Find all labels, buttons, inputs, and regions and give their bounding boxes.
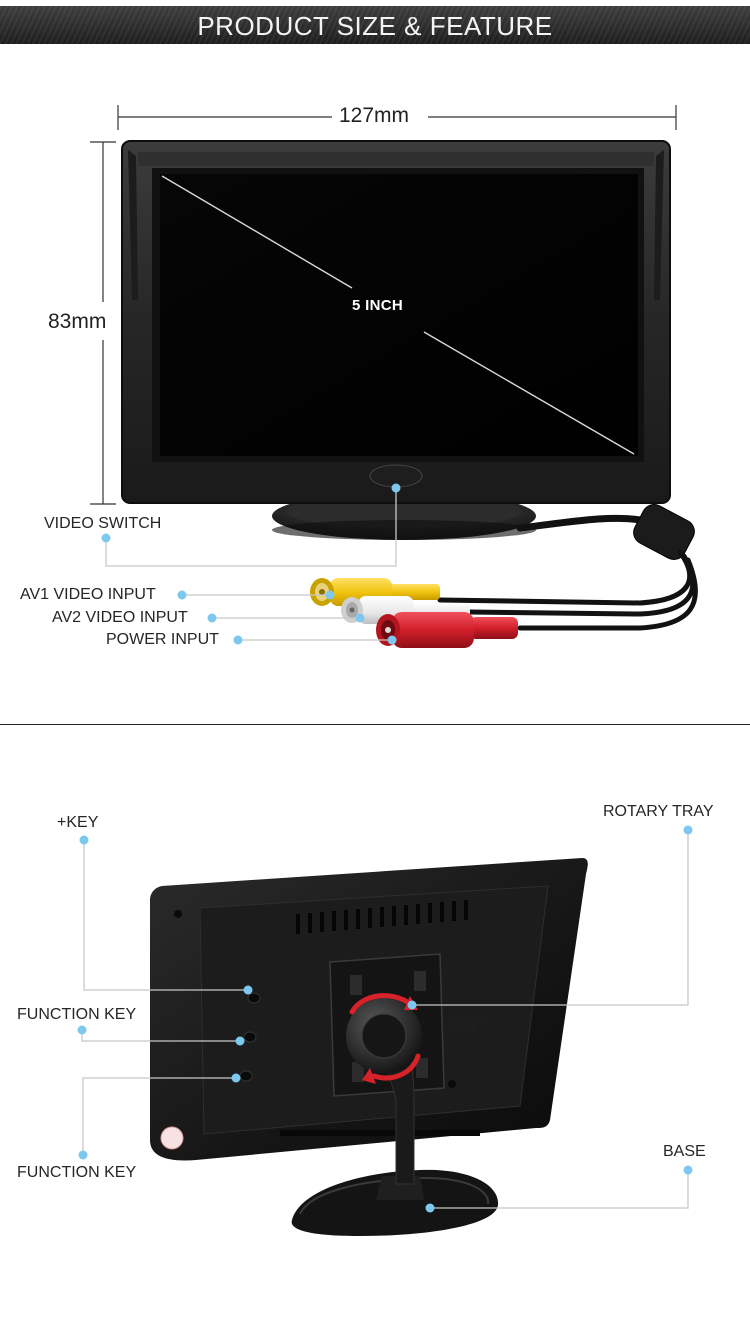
callout-dot-icon [407,1000,417,1010]
header-banner: PRODUCT SIZE & FEATURE [0,6,750,44]
plus-key-label: +KEY [57,814,99,831]
callout-dot-icon [79,835,89,845]
width-dimension-line [117,105,677,130]
rotation-angle-label: 360° [442,1016,484,1038]
front-monitor [121,140,671,504]
callout-dot-icon [391,483,401,493]
callout-dot-icon [683,825,693,835]
back-callout-dots [77,825,693,1213]
callout-dot-icon [78,1150,88,1160]
callout-dot-icon [425,1203,435,1213]
av-cable-bundle [437,504,698,631]
power-input-label: POWER INPUT [106,631,219,648]
base-label: BASE [663,1143,706,1160]
function-key-label-1: FUNCTION KEY [17,1006,137,1023]
rotation-arrow-icon [349,993,421,1081]
callout-dot-icon [207,613,217,623]
callout-dot-icon [387,635,397,645]
callout-dot-icon [77,1025,87,1035]
screen-size-label: 5 INCH [352,297,403,314]
function-key-label-2: FUNCTION KEY [17,1164,137,1181]
callout-dot-icon [683,1165,693,1175]
front-callout-dots [101,483,401,645]
height-dimension-line [90,141,116,505]
height-dimension-label: 83mm [48,310,107,333]
callout-dot-icon [101,533,111,543]
callout-dot-icon [235,1036,245,1046]
video-switch-label: VIDEO SWITCH [44,515,162,532]
back-stand-base [291,1169,499,1236]
callout-dot-icon [355,613,365,623]
av2-video-input-label: AV2 VIDEO INPUT [52,609,188,626]
callout-dot-icon [243,985,253,995]
callout-dot-icon [233,635,243,645]
rotary-tray-label: ROTARY TRAY [603,803,714,820]
section-divider [0,724,750,725]
power-red-plug [376,612,518,648]
page-title: PRODUCT SIZE & FEATURE [197,11,553,41]
callout-dot-icon [177,590,187,600]
av1-video-input-label: AV1 VIDEO INPUT [20,586,156,603]
width-dimension-label: 127mm [339,104,410,127]
callout-dot-icon [325,590,335,600]
rotary-mount-arm [346,998,422,1185]
callout-dot-icon [231,1073,241,1083]
